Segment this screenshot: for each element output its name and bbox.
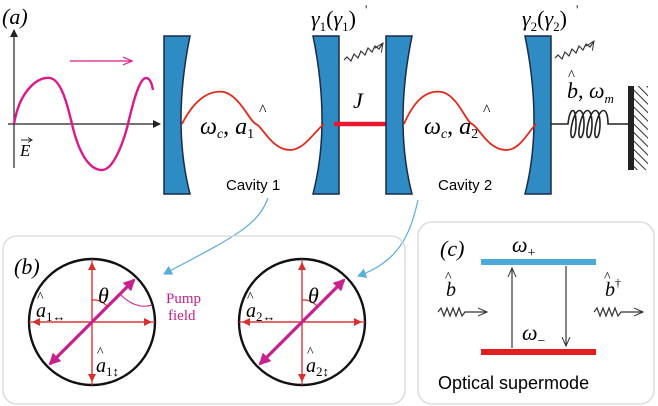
svg-text:b†: b† — [605, 276, 621, 301]
cavity2-left-mirror — [385, 35, 413, 195]
polarization-circle-2 — [237, 257, 367, 387]
cavity1-standing-wave — [181, 90, 325, 151]
pump-arrow-1 — [90, 278, 136, 324]
svg-text:^: ^ — [97, 345, 104, 360]
gamma1-emission — [343, 43, 383, 63]
svg-text:^: ^ — [568, 68, 575, 84]
svg-text:γ2(γ2): γ2(γ2) — [522, 6, 567, 34]
svg-text:γ1(γ1): γ1(γ1) — [311, 6, 356, 34]
cavity1-mode-label: ωc, a1 ^ — [200, 102, 267, 142]
svg-text:^: ^ — [247, 290, 254, 305]
outgoing-phonon-label: b† ^ — [604, 270, 621, 301]
svg-text:ωc, a2: ωc, a2 — [424, 114, 478, 142]
incoming-phonon-label: b ^ — [445, 270, 456, 301]
incident-field-wave — [12, 76, 155, 172]
cavity1-left-mirror — [163, 35, 191, 195]
panel-b-box — [2, 235, 406, 405]
angle-label-2: θ — [308, 283, 319, 308]
panel-c-label: (c) — [440, 236, 464, 261]
v-mode-label-2: a2↕ ^ — [306, 345, 329, 379]
cavity1-right-mirror — [312, 35, 340, 195]
gamma2-label: γ2(γ2) ' — [522, 2, 578, 34]
fixed-wall — [628, 86, 634, 170]
svg-text:^: ^ — [604, 270, 611, 285]
gamma1-label: γ1(γ1) ' — [311, 2, 367, 34]
cavity1-label: Cavity 1 — [226, 177, 280, 194]
pump-label-leader — [120, 294, 153, 307]
svg-text:E: E — [19, 141, 31, 160]
svg-text:a1↔: a1↔ — [36, 300, 66, 324]
field-label: field — [168, 308, 196, 324]
svg-text:ω+: ω+ — [512, 232, 536, 261]
svg-text:^: ^ — [483, 102, 491, 119]
mechanical-spring — [551, 109, 628, 139]
panel-a-label: (a) — [2, 4, 28, 29]
cavity2-mode-label: ωc, a2 ^ — [424, 102, 491, 142]
supermode-caption: Optical supermode — [438, 373, 589, 393]
panel-b-label: (b) — [14, 254, 40, 279]
svg-text:b: b — [446, 279, 456, 301]
mech-mode-label: b, ωm ^ — [567, 68, 614, 106]
cavity2-standing-wave — [403, 90, 537, 151]
svg-text:^: ^ — [445, 270, 452, 285]
h-mode-label-2: a2↔ ^ — [246, 290, 276, 324]
svg-text:': ' — [576, 2, 578, 17]
gamma2-emission — [554, 41, 594, 61]
pump-arrow-2 — [300, 278, 346, 324]
incoming-phonon — [437, 306, 487, 318]
field-vector-symbol: E — [19, 137, 33, 160]
svg-text:ω−: ω− — [522, 320, 546, 349]
polarization-circle-1 — [27, 257, 157, 387]
svg-text:^: ^ — [37, 290, 44, 305]
svg-text:b, ωm: b, ωm — [567, 78, 614, 106]
cavity2-label: Cavity 2 — [438, 177, 492, 194]
svg-text:^: ^ — [259, 102, 267, 119]
wall-hatching — [634, 86, 648, 170]
h-mode-label-1: a1↔ ^ — [36, 290, 66, 324]
panel-c-box — [417, 221, 655, 405]
outgoing-phonon — [593, 306, 643, 318]
cavity2-right-mirror — [524, 35, 552, 195]
coupling-label: J — [353, 88, 364, 113]
svg-text:a2↕: a2↕ — [306, 355, 329, 379]
pump-label: Pump — [166, 291, 201, 307]
connector-cavity1 — [163, 197, 269, 275]
svg-text:a2↔: a2↔ — [246, 300, 276, 324]
svg-text:': ' — [365, 2, 367, 17]
svg-text:a1↕: a1↕ — [96, 355, 119, 379]
v-mode-label-1: a1↕ ^ — [96, 345, 119, 379]
svg-text:^: ^ — [307, 345, 314, 360]
svg-text:ωc, a1: ωc, a1 — [200, 114, 254, 142]
lower-level-label: ω− — [522, 320, 546, 349]
upper-level-label: ω+ — [512, 232, 536, 261]
angle-label-1: θ — [98, 283, 109, 308]
connector-cavity2 — [357, 199, 419, 279]
